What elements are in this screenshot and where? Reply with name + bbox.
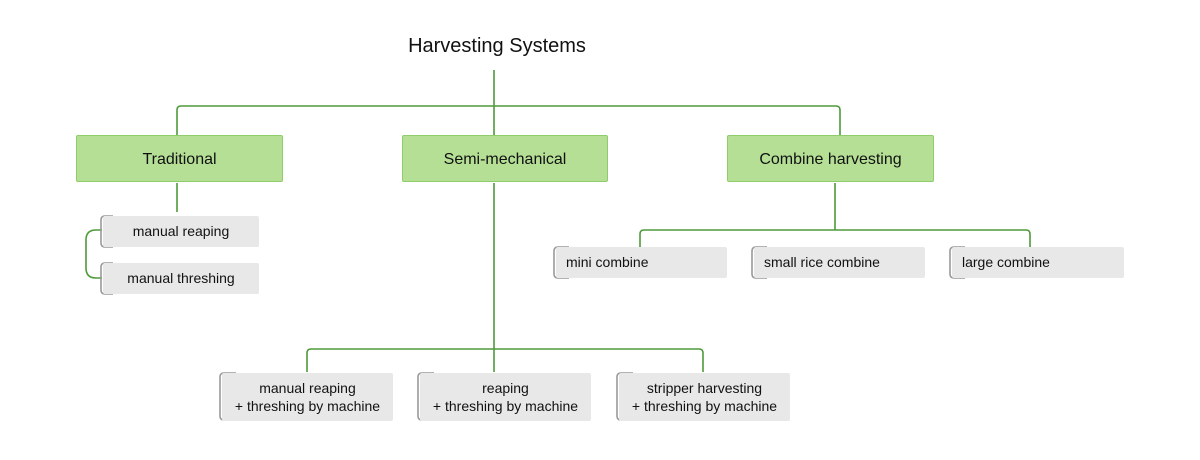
- category-semi-mechanical: Semi-mechanical: [402, 135, 608, 182]
- leaf-mini-combine: mini combine: [556, 247, 727, 278]
- connector-root-bus: [176, 105, 841, 135]
- diagram-title: Harvesting Systems: [408, 35, 586, 57]
- leaf-line-2: + threshing by machine: [631, 398, 778, 414]
- category-combine-harvesting: Combine harvesting: [727, 135, 934, 182]
- connector-traditional-bracket: [85, 229, 102, 279]
- leaf-large-combine: large combine: [952, 247, 1124, 278]
- leaf-line-1: manual reaping: [259, 380, 356, 396]
- leaf-manual-threshing: manual threshing: [103, 263, 259, 294]
- leaf-stripper-harvesting-threshing-by-machine: stripper harvesting + threshing by machi…: [619, 373, 790, 421]
- leaf-small-rice-combine: small rice combine: [754, 247, 925, 278]
- leaf-line-1: reaping: [482, 380, 529, 396]
- leaf-reaping-threshing-by-machine: reaping + threshing by machine: [420, 373, 591, 421]
- leaf-line-2: + threshing by machine: [234, 398, 381, 414]
- connector-combine-bus: [639, 229, 1031, 247]
- leaf-line-1: stripper harvesting: [646, 380, 763, 396]
- leaf-manual-reaping: manual reaping: [103, 216, 259, 247]
- connector-semi-bus: [306, 348, 704, 372]
- leaf-manual-reaping-threshing-by-machine: manual reaping + threshing by machine: [222, 373, 393, 421]
- category-traditional: Traditional: [76, 135, 283, 182]
- leaf-line-2: + threshing by machine: [432, 398, 579, 414]
